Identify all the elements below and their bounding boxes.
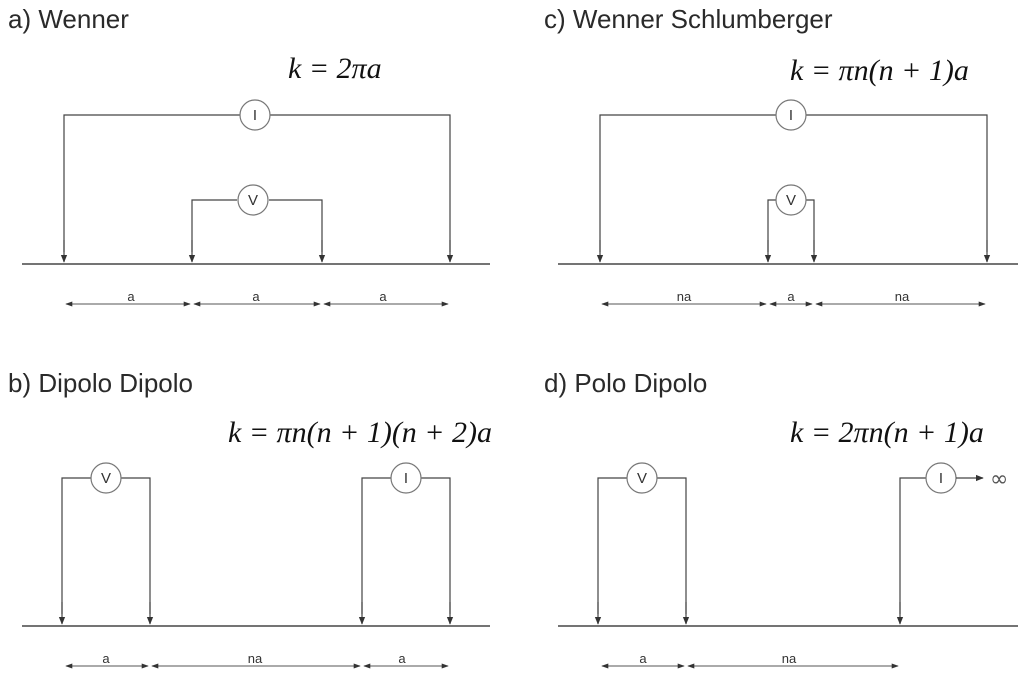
current-wire	[899, 477, 926, 614]
ammeter-label: I	[404, 470, 408, 487]
voltmeter	[626, 462, 658, 494]
geometric-factor-formula: k = 2πa	[288, 52, 382, 85]
voltage-wire	[597, 477, 627, 614]
voltmeter	[237, 184, 269, 216]
panel-wenner-schlumberger: c) Wenner Schlumberger k = πn(n + 1)a I …	[544, 4, 1018, 307]
geometric-factor-formula: k = πn(n + 1)(n + 2)a	[228, 416, 492, 449]
infinity-symbol: ∞	[990, 467, 1008, 492]
ammeter	[239, 99, 271, 131]
panel-wenner: a) Wenner k = 2πa I V a a a	[8, 4, 490, 307]
voltmeter-label: V	[248, 192, 258, 209]
voltmeter	[90, 462, 122, 494]
voltmeter-label: V	[786, 192, 796, 209]
current-wire	[806, 114, 988, 252]
spacing-label: a	[252, 289, 260, 304]
voltmeter-label: V	[101, 470, 111, 487]
panel-title: c) Wenner Schlumberger	[544, 4, 833, 34]
ammeter	[775, 99, 807, 131]
current-wire	[599, 114, 776, 252]
voltage-wire	[269, 199, 323, 252]
current-wire	[361, 477, 391, 614]
spacing-label: na	[895, 289, 910, 304]
voltage-wire	[191, 199, 237, 252]
panel-title: a) Wenner	[8, 4, 129, 34]
spacing-label: na	[782, 651, 797, 666]
voltmeter	[775, 184, 807, 216]
voltage-wire	[657, 477, 687, 614]
voltage-wire	[61, 477, 91, 614]
panel-title: b) Dipolo Dipolo	[8, 368, 193, 398]
spacing-label: a	[398, 651, 406, 666]
geometric-factor-formula: k = πn(n + 1)a	[790, 54, 969, 87]
current-wire	[270, 114, 451, 252]
ammeter	[390, 462, 422, 494]
spacing-label: a	[379, 289, 387, 304]
current-wire	[63, 114, 240, 252]
voltmeter-label: V	[637, 470, 647, 487]
voltage-wire	[806, 199, 815, 252]
spacing-label: a	[102, 651, 110, 666]
spacing-label: na	[677, 289, 692, 304]
spacing-label: a	[639, 651, 647, 666]
spacing-label: a	[787, 289, 795, 304]
ammeter-label: I	[789, 107, 793, 124]
voltage-wire	[767, 199, 776, 252]
panel-title: d) Polo Dipolo	[544, 368, 707, 398]
geometric-factor-formula: k = 2πn(n + 1)a	[790, 416, 984, 449]
panel-polo-dipolo: d) Polo Dipolo k = 2πn(n + 1)a V I ∞ a n…	[544, 368, 1018, 669]
voltage-wire	[121, 477, 151, 614]
ammeter-label: I	[939, 470, 943, 487]
current-wire	[421, 477, 451, 614]
spacing-label: a	[127, 289, 135, 304]
panel-dipolo-dipolo: b) Dipolo Dipolo k = πn(n + 1)(n + 2)a V…	[8, 368, 492, 669]
spacing-label: na	[248, 651, 263, 666]
ammeter-label: I	[253, 107, 257, 124]
